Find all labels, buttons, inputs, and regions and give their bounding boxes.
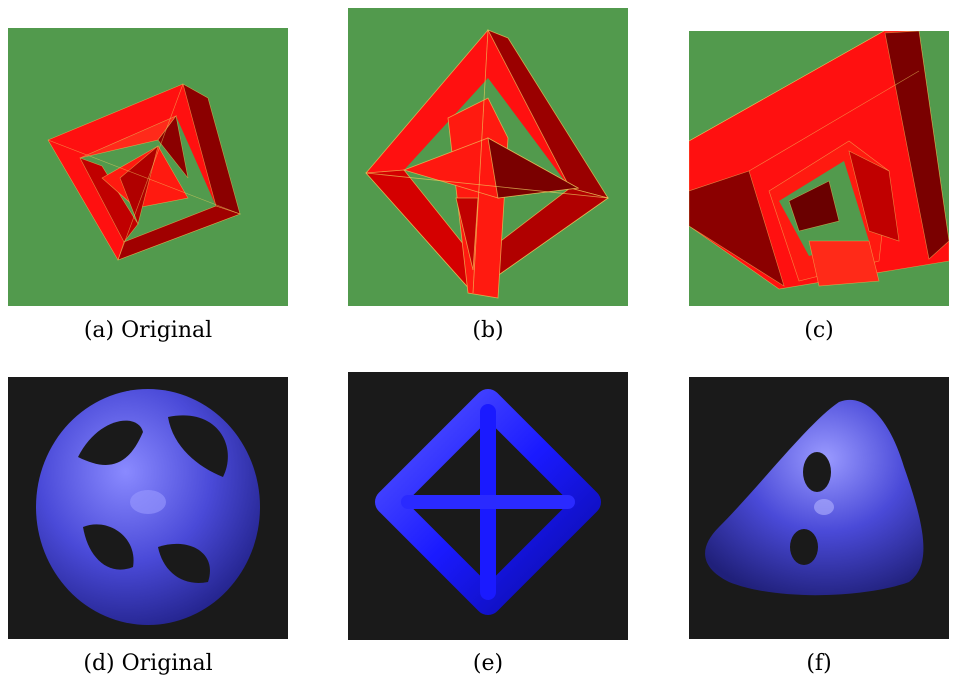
panel-f-caption: (f) <box>806 651 832 676</box>
panel-c-image <box>689 31 949 306</box>
panel-b-image <box>348 8 628 306</box>
panel-b-caption: (b) <box>472 318 504 343</box>
panel-a-caption: (a) Original <box>83 318 213 343</box>
panel-c-caption: (c) <box>804 318 834 343</box>
panel-e-image <box>348 372 628 640</box>
panel-d-caption: (d) Original <box>83 651 213 676</box>
panel-e-caption: (e) <box>472 651 504 676</box>
panel-a-image <box>8 28 288 306</box>
panel-d-image <box>8 377 288 639</box>
panel-f-image <box>689 377 949 639</box>
